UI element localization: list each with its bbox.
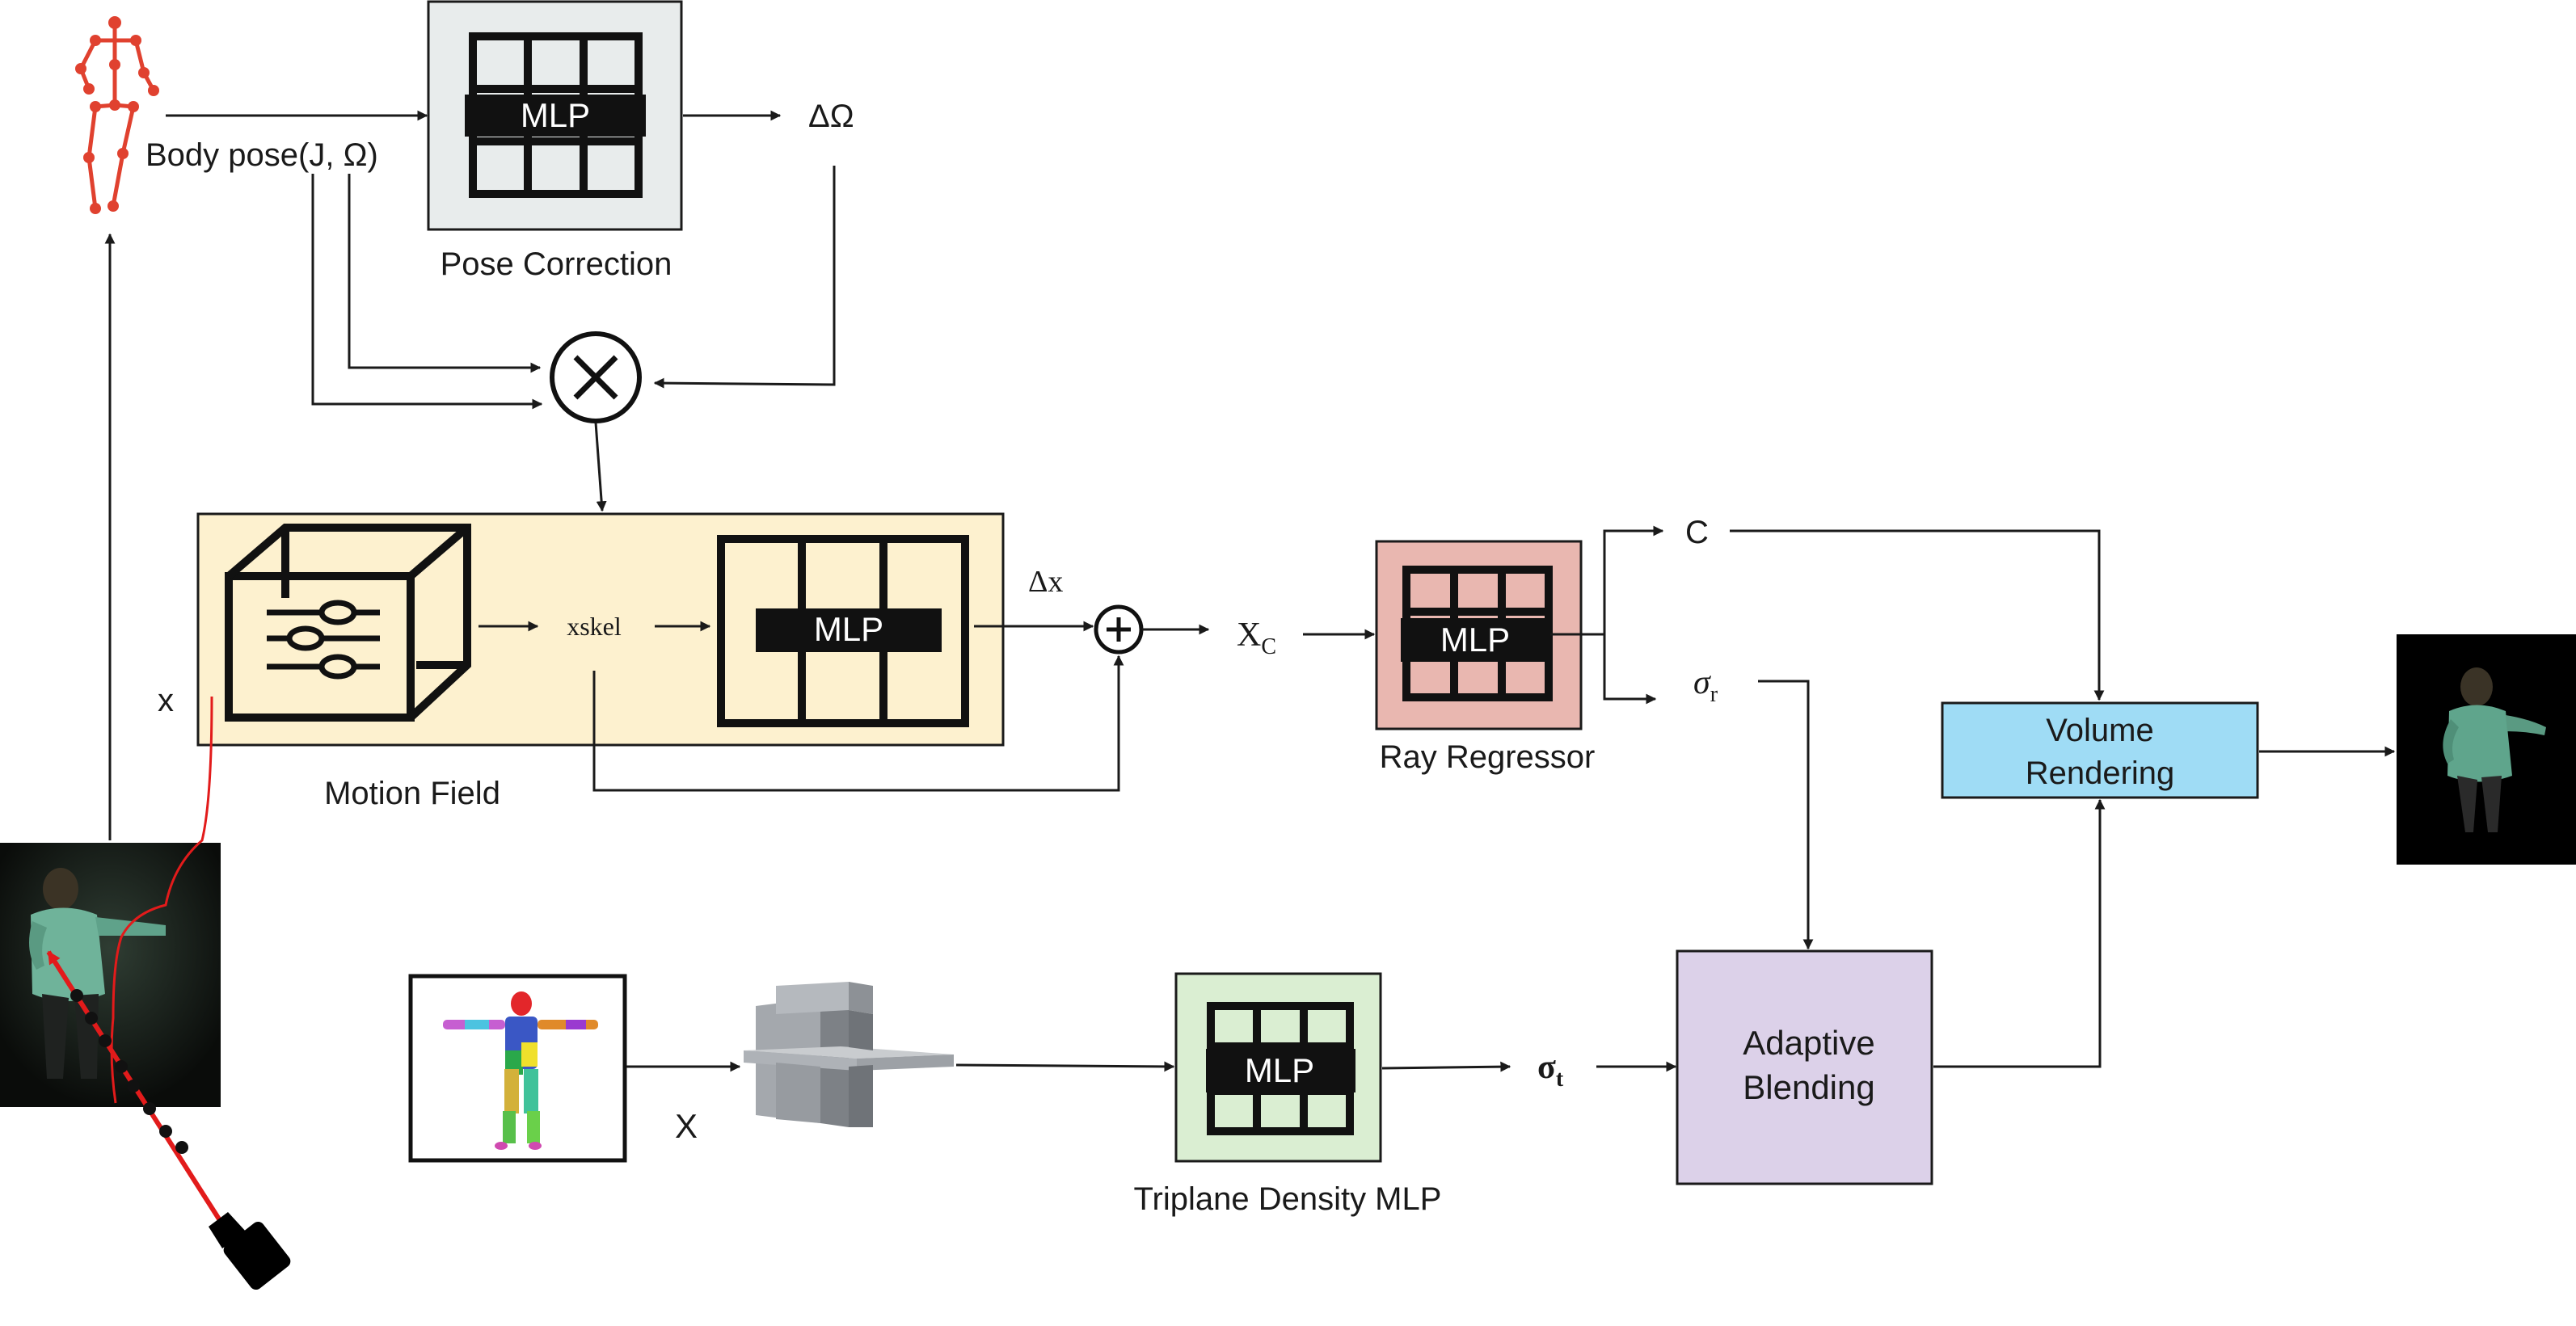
pose-correction-mlp-label: MLP (521, 96, 590, 134)
adaptive-blending-line1: Adaptive (1743, 1024, 1874, 1062)
multiply-icon (573, 355, 618, 400)
colored-body-model (443, 991, 598, 1150)
skeleton-joints (75, 16, 159, 214)
pose-correction-label: Pose Correction (441, 246, 672, 282)
x-input-label: x (158, 683, 174, 718)
skeleton-icon (78, 22, 156, 211)
xskel-label: xskel (567, 612, 622, 641)
ray-regressor-mlp-band (1401, 618, 1549, 662)
triplane-mlp-label: MLP (1245, 1051, 1314, 1089)
ray-regressor-label: Ray Regressor (1380, 739, 1596, 775)
body-pose-label: Body pose(J, Ω) (145, 137, 378, 173)
motion-field-label: Motion Field (324, 776, 500, 811)
plus-icon (1107, 617, 1131, 642)
motion-field-mlp-label: MLP (814, 610, 883, 648)
x-triplane-label: X (675, 1107, 698, 1145)
triplane-icon (744, 982, 954, 1127)
ray-sample-points (70, 989, 188, 1154)
adaptive-blending-box (1676, 949, 1933, 1185)
volume-rendering-line1: Volume (2046, 713, 2153, 748)
volume-rendering-box (1941, 701, 2259, 799)
pose-correction-mlp-band (465, 95, 646, 137)
sigma-r-label: σr (1693, 664, 1718, 707)
adaptive-blending-line2: Blending (1743, 1068, 1874, 1106)
color-output-label: C (1685, 515, 1709, 550)
slider-icon (267, 600, 380, 680)
sigma-t-label: σt (1537, 1049, 1564, 1092)
ray-curve (110, 696, 213, 1104)
ray-regressor-mlp-label: MLP (1440, 621, 1510, 659)
delta-x-label: Δx (1028, 565, 1063, 599)
rendered-person-photo (2397, 634, 2576, 865)
xc-label: XC (1237, 617, 1276, 659)
triplane-mlp-band (1206, 1049, 1355, 1092)
camera-icon (209, 1212, 291, 1290)
motion-field-mlp-band (756, 608, 942, 652)
delta-omega-label: ΔΩ (808, 99, 854, 134)
triplane-density-label: Triplane Density MLP (1134, 1181, 1442, 1217)
volume-rendering-line2: Rendering (2026, 756, 2175, 791)
motion-cube-icon (225, 524, 471, 722)
person-photo (0, 843, 221, 1107)
